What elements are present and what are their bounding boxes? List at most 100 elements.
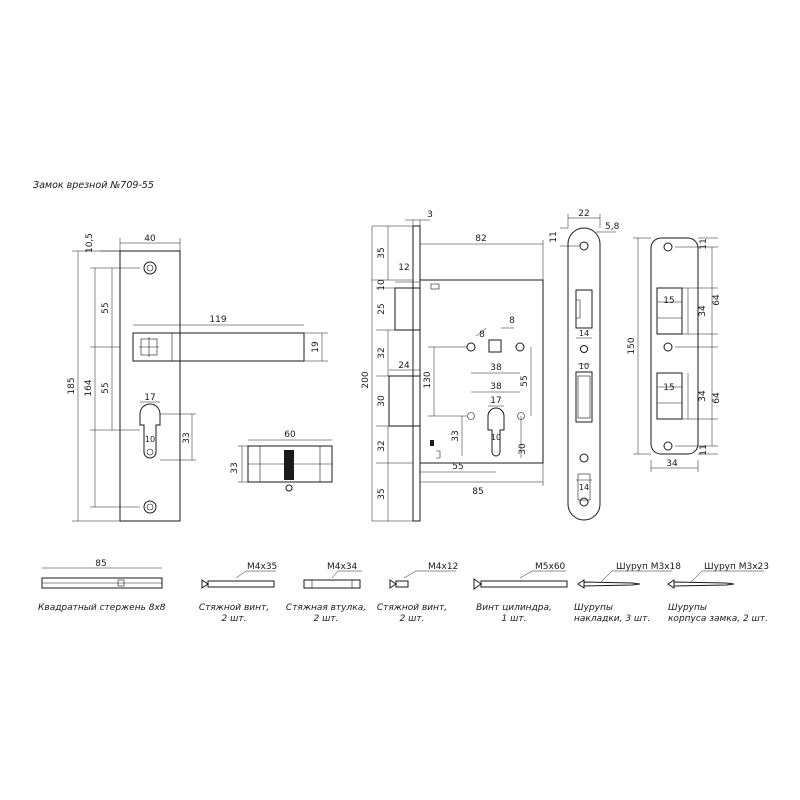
accessory-caption: Стяжная втулка,2 шт. <box>286 603 366 624</box>
svg-text:185: 185 <box>67 377 77 394</box>
svg-text:М4х35: М4х35 <box>247 562 277 572</box>
svg-text:17: 17 <box>490 396 501 406</box>
strike-outline <box>650 237 699 455</box>
svg-text:8: 8 <box>509 316 515 326</box>
spindle-hole <box>488 339 502 353</box>
svg-text:25: 25 <box>377 303 387 314</box>
handle-lever <box>132 332 305 362</box>
latch <box>394 287 421 331</box>
svg-text:10: 10 <box>579 362 589 371</box>
cylinder-cam <box>284 450 294 480</box>
strike-opening-bottom <box>656 372 683 420</box>
svg-text:14: 14 <box>579 483 589 492</box>
svg-text:32: 32 <box>377 440 387 451</box>
accessory-screw-m4x12: М4х12 Стяжной винт,2 шт. <box>377 562 458 624</box>
svg-text:35: 35 <box>377 247 387 258</box>
svg-text:Шуруп М3х23: Шуруп М3х23 <box>704 562 769 572</box>
svg-text:34: 34 <box>698 390 708 402</box>
accessory-screw-m4x35: М4х35 Стяжной винт,2 шт. <box>199 562 277 624</box>
svg-text:5,8: 5,8 <box>605 222 620 232</box>
accessory-caption: Квадратный стержень 8х8 <box>38 603 166 613</box>
svg-text:130: 130 <box>423 371 433 388</box>
svg-text:10,5: 10,5 <box>85 233 95 253</box>
strike-opening-top <box>656 287 683 335</box>
svg-text:40: 40 <box>144 234 156 244</box>
svg-text:15: 15 <box>663 383 674 393</box>
svg-text:22: 22 <box>578 209 589 219</box>
svg-text:12: 12 <box>398 263 409 273</box>
svg-text:82: 82 <box>475 234 486 244</box>
drawing-title: Замок врезной №709-55 <box>33 180 154 191</box>
handle-plate <box>119 250 181 522</box>
svg-text:55: 55 <box>101 382 111 393</box>
svg-text:33: 33 <box>451 430 461 441</box>
svg-text:14: 14 <box>579 329 589 338</box>
deadbolt <box>388 375 421 427</box>
lock-faceplate <box>412 225 421 522</box>
faceplate-latch-slot <box>575 289 593 329</box>
svg-text:34: 34 <box>666 459 678 469</box>
svg-text:55: 55 <box>101 302 111 313</box>
svg-text:10: 10 <box>377 279 387 291</box>
svg-text:М4х12: М4х12 <box>428 562 458 572</box>
svg-text:55: 55 <box>452 462 463 472</box>
svg-text:11: 11 <box>549 231 559 242</box>
svg-text:150: 150 <box>627 337 637 354</box>
svg-text:М4х34: М4х34 <box>327 562 358 572</box>
svg-text:Шуруп М3х18: Шуруп М3х18 <box>616 562 681 572</box>
svg-text:10: 10 <box>145 435 155 444</box>
svg-text:30: 30 <box>518 443 528 455</box>
accessory-sleeve-m4x34: М4х34 Стяжная втулка,2 шт. <box>286 562 366 624</box>
svg-text:33: 33 <box>182 432 192 443</box>
accessory-screw-m5x60: М5х60 Винт цилиндра,1 шт. <box>473 562 568 624</box>
svg-text:38: 38 <box>490 382 502 392</box>
svg-text:164: 164 <box>84 379 94 396</box>
svg-text:34: 34 <box>698 305 708 317</box>
svg-text:10: 10 <box>491 433 501 442</box>
accessory-caption: Стяжной винт,2 шт. <box>377 603 447 624</box>
faceplate-outline <box>567 227 601 521</box>
accessory-square-rod: 85 Квадратный стержень 8х8 <box>38 559 166 613</box>
svg-text:85: 85 <box>95 559 106 569</box>
svg-text:38: 38 <box>490 363 502 373</box>
svg-text:33: 33 <box>230 462 240 473</box>
svg-text:119: 119 <box>209 315 226 325</box>
screw-hole-bottom <box>143 500 157 514</box>
faceplate-view: 22 5,8 11 14 10 14 <box>549 209 620 521</box>
svg-text:19: 19 <box>311 341 321 353</box>
svg-text:35: 35 <box>377 488 387 499</box>
svg-text:30: 30 <box>377 395 387 407</box>
svg-text:64: 64 <box>712 392 722 404</box>
faceplate-bolt-slot <box>575 371 593 423</box>
follower-screw <box>466 342 476 352</box>
svg-text:85: 85 <box>472 487 483 497</box>
screw-hole-top <box>143 261 157 275</box>
lock-case <box>419 279 544 464</box>
strike-plate-view: 11 15 34 64 150 15 34 64 11 34 <box>627 237 722 472</box>
svg-text:11: 11 <box>699 238 709 249</box>
svg-text:8: 8 <box>479 330 485 340</box>
svg-text:17: 17 <box>144 393 155 403</box>
svg-text:24: 24 <box>398 361 410 371</box>
handle-view: 40 10,5 119 19 55 185 164 55 17 33 10 <box>67 233 328 522</box>
svg-text:15: 15 <box>663 296 674 306</box>
accessory-caption: Стяжной винт,2 шт. <box>199 603 269 624</box>
lock-cyl-cutout <box>487 407 505 457</box>
svg-text:64: 64 <box>712 294 722 306</box>
svg-text:32: 32 <box>377 347 387 358</box>
svg-text:200: 200 <box>361 371 371 388</box>
svg-text:55: 55 <box>520 375 530 386</box>
svg-text:М5х60: М5х60 <box>535 562 566 572</box>
svg-text:3: 3 <box>427 210 433 220</box>
cylinder-cutout <box>139 403 161 459</box>
svg-text:60: 60 <box>284 430 296 440</box>
cylinder-view: 60 33 <box>230 430 333 492</box>
accessories-row: 85 Квадратный стержень 8х8 М4х35 Стяжной… <box>38 559 769 624</box>
svg-text:11: 11 <box>699 444 709 455</box>
lock-body-view: 3 82 35 12 10 25 32 24 200 30 130 8 8 38… <box>361 210 544 522</box>
